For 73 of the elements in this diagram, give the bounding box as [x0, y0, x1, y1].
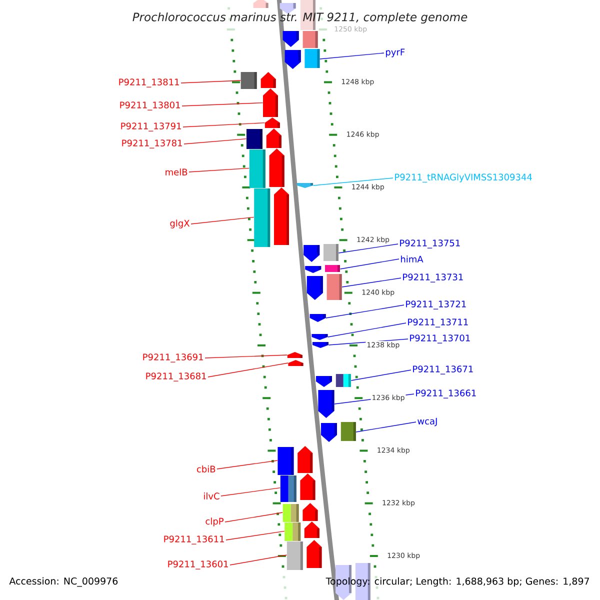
leader-line: [216, 460, 278, 470]
leader-line: [208, 362, 288, 378]
footer-text: Accession: NC_009976: [9, 577, 118, 587]
gene-feature: [254, 188, 289, 247]
gene-label: P9211_tRNAGlyVIMSS1309344: [395, 174, 532, 182]
leader-line: [340, 258, 400, 270]
gene-feature: [240, 72, 276, 89]
gene-label: P9211_13691: [143, 354, 203, 362]
gene-feature: [321, 422, 356, 442]
gene-label: P9211_13601: [168, 560, 228, 570]
gene-label: ilvC: [204, 492, 220, 500]
leader-line: [342, 278, 402, 288]
gene-label: P9211_13801: [120, 102, 180, 110]
gene-label: clpP: [206, 518, 224, 526]
gene-label: P9211_13681: [146, 372, 206, 382]
leader-line: [328, 322, 406, 338]
gene-feature: [287, 352, 302, 358]
gene-label: wcaJ: [418, 418, 437, 426]
gene-label: P9211_13701: [410, 334, 470, 344]
gene-label: glgX: [170, 220, 190, 228]
gene-label: cbiB: [196, 466, 216, 472]
gene-feature: [316, 374, 351, 387]
gene-label: P9211_13611: [164, 536, 224, 544]
gene-feature: [286, 540, 322, 570]
title: Prochlorococcus marinus str. MIT 9211, complete genome: [132, 12, 468, 24]
gene-feature: [318, 390, 334, 418]
gene-feature: [253, 0, 268, 8]
gene-feature: [312, 334, 328, 340]
gene-feature: [310, 314, 326, 322]
leader-line: [338, 244, 398, 254]
gene-label: P9211_13731: [403, 274, 463, 282]
gene-feature: [278, 446, 313, 475]
leader-line: [350, 370, 412, 381]
gene-feature: [304, 244, 338, 262]
leader-line: [182, 102, 264, 106]
gene-feature: [264, 118, 280, 128]
gene-label: P9211_13721: [406, 300, 466, 310]
gene-label: P9211_13661: [416, 390, 476, 398]
gene-feature: [312, 342, 328, 348]
gene-feature: [282, 503, 318, 522]
leader-line: [190, 216, 254, 224]
leader-line: [188, 168, 250, 172]
gene-feature: [249, 148, 284, 188]
leader-line: [184, 138, 247, 144]
leader-line: [182, 122, 266, 128]
gene-feature: [280, 474, 316, 502]
gene-label: melB: [166, 168, 188, 176]
leader-line: [312, 178, 394, 186]
gene-feature: [288, 360, 304, 366]
gene-label: himA: [401, 256, 424, 262]
gene-feature: [246, 128, 282, 149]
leader-line: [204, 354, 288, 358]
gene-feature: [305, 265, 340, 273]
gene-label: P9211_13671: [413, 366, 473, 374]
leader-line: [226, 530, 285, 540]
leader-line: [224, 512, 283, 522]
gene-feature: [284, 49, 320, 69]
gene-label: pyrF: [386, 48, 405, 58]
leader-line: [230, 554, 288, 566]
leader-line: [356, 422, 416, 432]
gene-feature: [282, 31, 318, 48]
leader-line: [220, 487, 281, 496]
gene-feature: [284, 522, 320, 541]
gene-label: P9211_13711: [408, 318, 468, 328]
gene-feature: [297, 183, 313, 188]
gene-label: P9211_13751: [400, 240, 460, 248]
gene-label: P9211_13781: [122, 140, 182, 148]
leader-line: [180, 80, 241, 84]
gene-label: P9211_13811: [119, 78, 179, 88]
leader-line: [326, 304, 404, 318]
gene-label: P9211_13791: [121, 122, 181, 132]
gene-feature: [306, 274, 342, 300]
footer-text: Topology: circular; Length: 1,688,963 bp; Genes: 1,897: [326, 577, 589, 587]
